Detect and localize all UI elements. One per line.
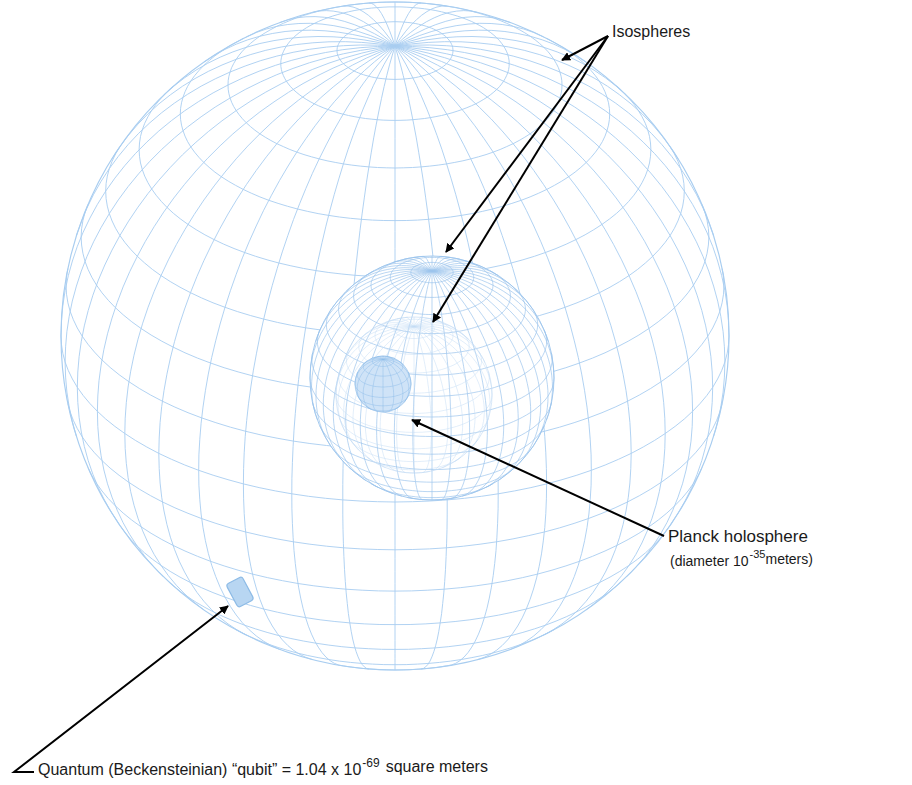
superscript-exponent: -35	[750, 549, 766, 560]
sphere-outline	[310, 256, 554, 500]
annotation-label: Quantum (Beckensteinian) “qubit” = 1.04 …	[38, 762, 361, 778]
superscript-exponent: -69	[362, 757, 379, 769]
leader-lines	[14, 36, 664, 772]
sphere-grid	[61, 2, 729, 670]
annotation-label: (diameter 10	[670, 554, 749, 568]
qubit-patch	[226, 576, 254, 607]
sphere-outline	[355, 356, 411, 412]
annotation-label: meters)	[766, 552, 813, 566]
sphere-grid	[355, 356, 411, 412]
annotation-label: Isospheres	[612, 24, 690, 40]
sphere-grid	[336, 317, 492, 473]
isosphere-wireframes	[61, 2, 729, 670]
sphere-outline	[61, 2, 729, 670]
annotation-label: square meters	[386, 759, 488, 775]
sphere-grid	[310, 256, 554, 500]
sphere-outline	[336, 317, 492, 473]
annotation-label: Planck holosphere	[668, 528, 808, 545]
